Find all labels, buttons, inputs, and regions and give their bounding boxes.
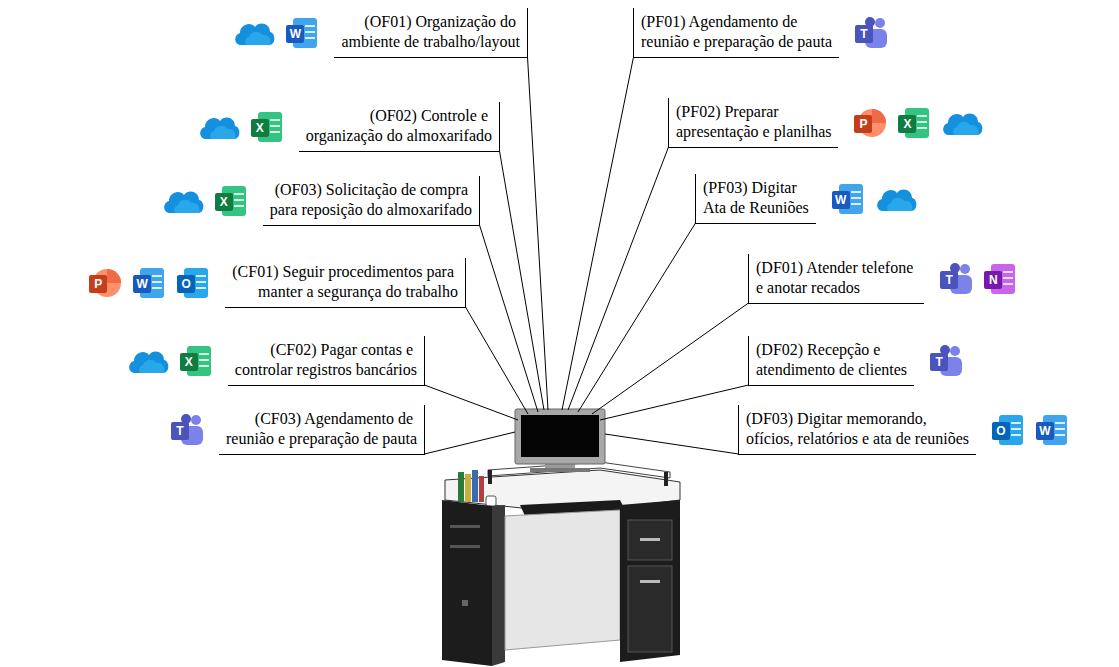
app-letter: T xyxy=(930,353,948,371)
app-icon: O xyxy=(990,413,1026,447)
app-letter: T xyxy=(855,25,873,43)
tower-slot xyxy=(450,545,480,548)
leader-line xyxy=(500,151,545,410)
desk-right-unit xyxy=(620,500,680,662)
app-letter: W xyxy=(133,275,151,293)
drawer xyxy=(628,566,672,652)
monitor-base xyxy=(530,468,590,472)
monitor-screen xyxy=(521,415,599,457)
app-icon: X xyxy=(896,106,932,140)
task-text: (DF01) Atender telefone e anotar recados xyxy=(756,258,917,298)
leader-line xyxy=(578,223,696,412)
app-icon: T xyxy=(928,344,964,378)
task-box: (CF01) Seguir procedimentos para manter … xyxy=(225,258,466,308)
desk-left-side xyxy=(492,505,505,666)
leader-line xyxy=(425,385,519,420)
task-box: (OF01) Organização do ambiente de trabal… xyxy=(334,8,528,58)
tower-slot xyxy=(450,525,480,528)
task-box: (PF01) Agendamento de reunião e preparaç… xyxy=(633,8,839,58)
app-icon: W xyxy=(1034,413,1070,447)
task-box: (DF03) Digitar memorando, ofícios, relat… xyxy=(738,405,976,455)
onedrive-icon xyxy=(232,18,276,48)
app-icon: N xyxy=(982,262,1018,296)
task-text: (PF01) Agendamento de reunião e preparaç… xyxy=(641,12,832,52)
app-letter: W xyxy=(1036,422,1054,440)
monitor-frame xyxy=(515,409,605,464)
app-letter: P xyxy=(854,115,872,133)
leader-line xyxy=(605,434,739,454)
cup xyxy=(486,496,496,506)
app-icon: X xyxy=(178,344,214,378)
book xyxy=(472,470,478,502)
app-letter: N xyxy=(984,271,1002,289)
app-letter: T xyxy=(171,422,189,440)
drawer-handle xyxy=(640,580,660,583)
app-icon: W xyxy=(284,16,320,50)
onedrive-icon xyxy=(161,186,205,216)
app-icon: T xyxy=(938,262,974,296)
task-box: (OF02) Controle e organização do almoxar… xyxy=(299,102,500,152)
desk-left-unit xyxy=(442,500,492,666)
app-letter: W xyxy=(832,191,850,209)
app-letter: X xyxy=(215,193,233,211)
leader-line xyxy=(592,303,749,414)
app-letter: O xyxy=(992,422,1010,440)
leader-line xyxy=(480,225,539,412)
tower-button xyxy=(462,600,468,606)
onedrive-icon xyxy=(126,346,170,376)
app-letter: X xyxy=(180,353,198,371)
task-box: (DF02) Recepção e atendimento de cliente… xyxy=(748,336,914,386)
app-icon: X xyxy=(249,110,285,144)
app-icon: T xyxy=(169,413,205,447)
app-icon: W xyxy=(830,182,866,216)
onedrive-icon xyxy=(874,184,918,214)
task-box: (CF02) Pagar contas e controlar registro… xyxy=(228,336,425,386)
task-box: (CF03) Agendamento de reunião e preparaç… xyxy=(219,405,425,455)
app-icon: O xyxy=(175,266,211,300)
app-icon: W xyxy=(131,266,167,300)
app-icon: X xyxy=(213,184,249,218)
leader-line xyxy=(600,385,749,420)
app-letter: W xyxy=(286,25,304,43)
app-letter: X xyxy=(251,119,269,137)
task-box: (PF03) Digitar Ata de Reuniões xyxy=(695,174,816,224)
app-icon: P xyxy=(87,266,123,300)
app-letter: T xyxy=(940,271,958,289)
app-letter: X xyxy=(898,115,916,133)
task-text: (CF03) Agendamento de reunião e preparaç… xyxy=(226,409,417,449)
drawer-handle xyxy=(640,538,660,541)
task-text: (DF03) Digitar memorando, ofícios, relat… xyxy=(746,409,969,449)
task-text: (OF02) Controle e organização do almoxar… xyxy=(306,106,492,146)
task-text: (OF01) Organização do ambiente de trabal… xyxy=(341,12,520,52)
task-text: (PF03) Digitar Ata de Reuniões xyxy=(703,178,809,218)
task-text: (OF03) Solicitação de compra para reposi… xyxy=(270,180,472,220)
leader-line xyxy=(528,57,549,410)
drawer xyxy=(628,520,672,560)
onedrive-icon xyxy=(197,112,241,142)
desk-back-panel xyxy=(505,510,620,650)
task-text: (CF02) Pagar contas e controlar registro… xyxy=(235,340,417,380)
task-box: (PF02) Preparar apresentação e planilhas xyxy=(668,98,838,148)
task-box: (OF03) Solicitação de compra para reposi… xyxy=(263,176,480,226)
app-letter: P xyxy=(89,275,107,293)
leader-line xyxy=(466,307,529,414)
shelf-post xyxy=(664,472,668,486)
leader-line xyxy=(425,432,516,454)
task-text: (DF02) Recepção e atendimento de cliente… xyxy=(756,340,907,380)
task-text: (PF02) Preparar apresentação e planilhas xyxy=(676,102,831,142)
onedrive-icon xyxy=(940,108,984,138)
app-letter: O xyxy=(177,275,195,293)
shelf-post xyxy=(488,470,492,484)
book xyxy=(458,472,464,502)
task-text: (CF01) Seguir procedimentos para manter … xyxy=(232,262,458,302)
leader-line xyxy=(562,57,634,410)
book xyxy=(479,476,484,502)
app-icon: T xyxy=(853,16,889,50)
task-box: (DF01) Atender telefone e anotar recados xyxy=(748,254,924,304)
app-icon: P xyxy=(852,106,888,140)
book xyxy=(465,474,471,502)
